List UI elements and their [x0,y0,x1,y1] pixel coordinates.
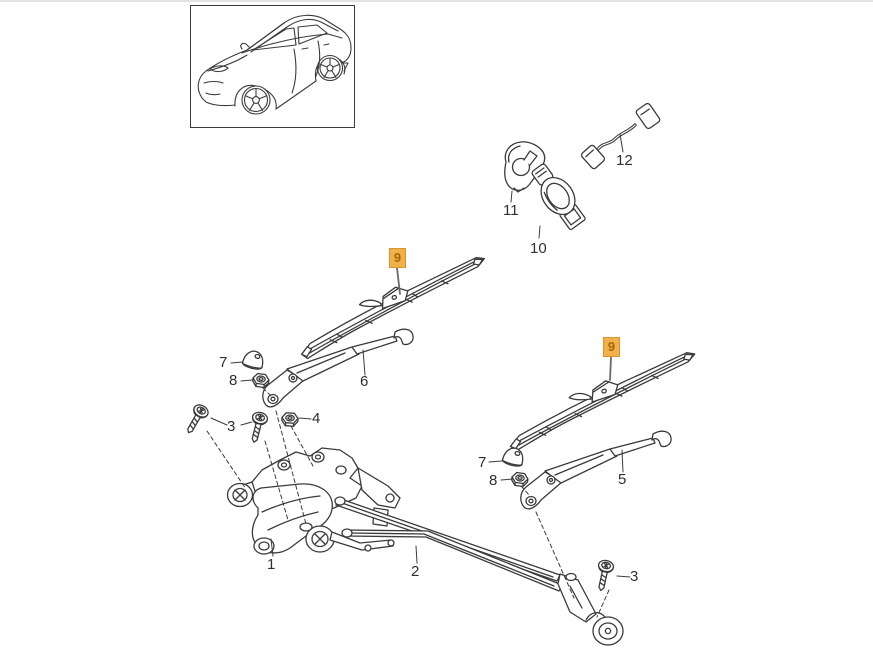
screw-right-drawing [592,558,616,593]
car-icon [197,14,352,115]
callout-5-wiper-arm-right[interactable]: 5 [618,471,627,488]
callout-2-wiper-linkage[interactable]: 2 [411,563,420,580]
callout-3-screws-left[interactable]: 3 [227,418,236,435]
callout-9-wiper-blade-left-highlighted[interactable]: 9 [389,248,406,268]
rain-sensor-drawing [531,163,586,231]
sensor-gasket-drawing [504,141,546,193]
callout-12-sensor-cable[interactable]: 12 [616,152,633,169]
callout-11-sensor-gasket[interactable]: 11 [503,202,519,219]
callout-7-cap-right[interactable]: 7 [478,454,487,471]
hex-nut-right-drawing [510,471,530,488]
callout-3-screw-right[interactable]: 3 [630,568,639,585]
callout-8-hex-nut-right[interactable]: 8 [489,472,498,489]
hex-nut-mount-drawing [280,411,299,428]
callout-10-rain-sensor[interactable]: 10 [530,240,547,257]
sensor-cable-drawing [580,102,661,170]
wiper-linkage-drawing [334,496,624,646]
callout-1-wiper-motor-assembly[interactable]: 1 [267,556,276,573]
cap-right-drawing [501,445,527,469]
wiper-motor-assembly-drawing [226,447,401,555]
callout-7-cap-left[interactable]: 7 [219,354,228,371]
cap-left-drawing [241,348,267,372]
callout-6-wiper-arm-left[interactable]: 6 [360,373,369,390]
leader-lines [210,133,631,578]
top-edge-hairline [0,0,873,2]
highlight-leader-lines [396,267,612,381]
callout-9-wiper-blade-right-highlighted[interactable]: 9 [603,337,620,357]
callout-4-hex-nut-mount[interactable]: 4 [312,410,321,427]
screw-left-a-drawing [181,401,211,438]
screw-left-b-drawing [246,410,270,445]
wiper-blade-left-drawing [290,252,496,361]
wiper-blade-right-drawing [500,347,706,453]
callout-8-hex-nut-left[interactable]: 8 [229,372,238,389]
wiper-arm-left-drawing [262,328,414,408]
assembly-guide-lines [206,387,610,618]
wiper-arm-right-drawing [520,430,672,510]
